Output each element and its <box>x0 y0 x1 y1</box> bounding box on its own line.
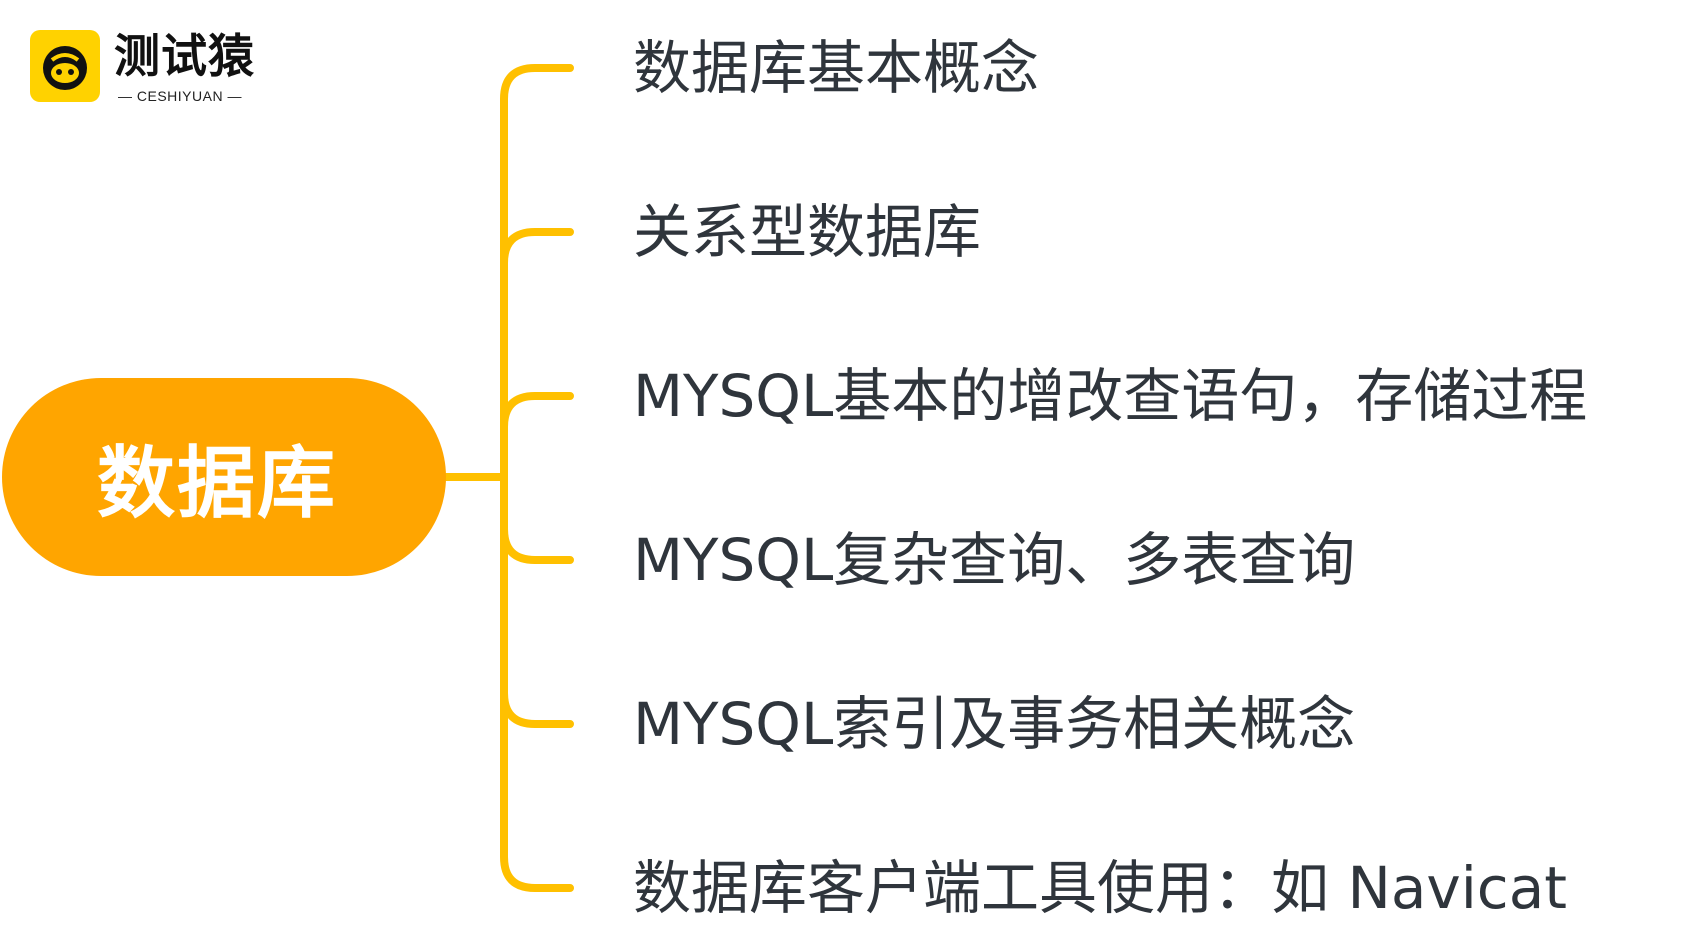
branch-label: MYSQL索引及事务相关概念 <box>633 690 1356 758</box>
branch-label: MYSQL复杂查询、多表查询 <box>633 526 1356 594</box>
connector-branch-5 <box>500 689 574 728</box>
logo: 测试猿 — CESHIYUAN — <box>30 28 270 118</box>
branch-label: 数据库客户端工具使用：如 Navicat <box>633 854 1567 922</box>
root-node: 数据库 <box>2 378 446 576</box>
branch-label: MYSQL基本的增改查语句，存储过程 <box>633 362 1588 430</box>
monkey-logo-icon <box>30 30 100 102</box>
connector-branch-1 <box>500 64 574 481</box>
branch-label: 关系型数据库 <box>633 198 982 266</box>
logo-subtitle: — CESHIYUAN — <box>118 88 242 104</box>
connector-branch-3 <box>500 392 574 431</box>
root-node-label: 数据库 <box>96 439 337 529</box>
connector-branch-6 <box>500 473 574 892</box>
branch-label: 数据库基本概念 <box>633 34 1040 102</box>
connector-branch-2 <box>500 228 574 267</box>
logo-name: 测试猿 <box>114 29 255 83</box>
connector-branch-4 <box>500 525 574 564</box>
